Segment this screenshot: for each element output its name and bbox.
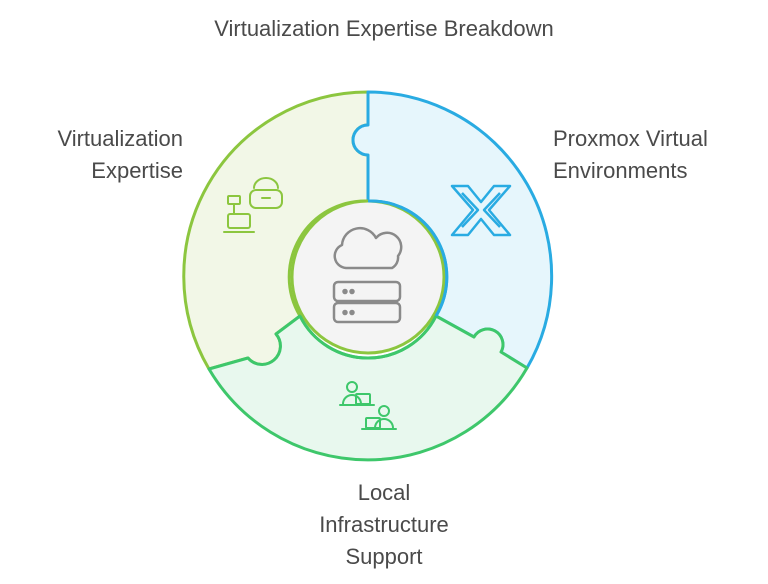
center-circle <box>290 199 446 355</box>
people-laptops-icon <box>339 381 397 430</box>
label-line: Support <box>345 544 423 569</box>
label-line: Infrastructure <box>319 512 449 537</box>
proxmox-x-icon <box>450 184 512 237</box>
vr-headset-laptop-icon <box>223 177 283 233</box>
segment-local <box>207 314 529 462</box>
label-proxmox-virtual-environments: Proxmox Virtual Environments <box>553 123 753 187</box>
label-line: Virtualization <box>57 126 183 151</box>
label-line: Proxmox Virtual <box>553 126 708 151</box>
diagram-title: Virtualization Expertise Breakdown <box>214 16 554 41</box>
label-local-infrastructure-support: Local Infrastructure Support <box>234 477 534 573</box>
label-line: Environments <box>553 158 688 183</box>
label-virtualization-expertise: Virtualization Expertise <box>20 123 183 187</box>
label-line: Expertise <box>91 158 183 183</box>
cloud-server-icon <box>332 226 403 324</box>
label-line: Local <box>357 480 411 505</box>
